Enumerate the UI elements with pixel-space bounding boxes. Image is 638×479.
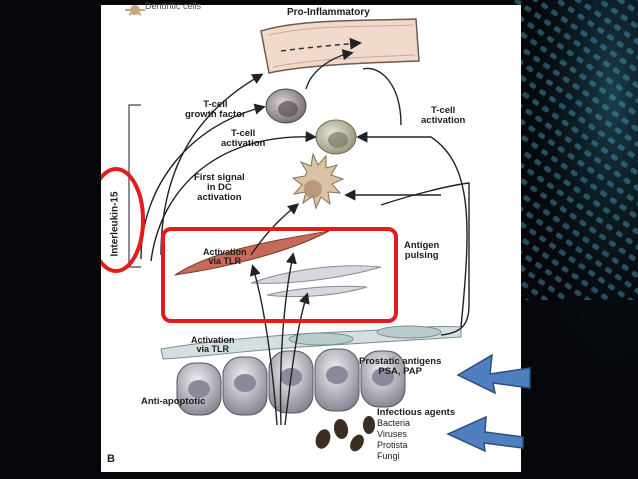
activation-tlr-top-label: Activation via TLR [203,247,247,267]
endothelial-layer [160,325,462,360]
infectious-agent-particles [315,416,375,452]
epithelial-cells [176,348,406,416]
infectious-agent-item: Viruses [377,429,407,439]
tlr-activation-highlight-box [161,227,398,323]
figure-artwork [101,5,470,452]
pro-inflammatory-label: Pro-Inflammatory [287,7,370,18]
anti-apoptotic-label: Anti-apoptotic [141,396,206,407]
tcell-growth-factor-label: T-cell growth factor [185,99,246,120]
dendritic-cell [291,152,345,210]
interleukin-highlight-ellipse [101,167,145,273]
panel-letter: B [107,453,115,465]
infectious-agents-title: Infectious agents [377,407,456,418]
blood-vessel [260,18,420,74]
activation-tlr-bottom-label: Activation via TLR [191,335,235,355]
dendritic-cell-icon [125,5,145,16]
immunology-figure: Dendritic cells Pro-Inflammatory T-cell … [101,1,521,472]
infectious-agent-item: Fungi [377,451,400,461]
prostatic-antigens-label: Prostatic antigens PSA, PAP [359,356,442,378]
tcell-activation-left-label: T-cell activation [221,128,266,149]
tcell-activation-right-label: T-cell activation [421,105,466,126]
first-signal-label: First signal in DC activation [194,172,245,203]
antigen-pulsing-label: Antigen pulsing [404,240,440,261]
pathway-arrows [140,49,470,426]
interleukin-bracket [128,104,141,268]
interleukin-15-label: Interleukin-15 [109,191,121,257]
infectious-agent-item: Protista [377,440,408,450]
dendritic-cells-caption: Dendritic cells [145,1,202,11]
infectious-agent-item: Bacteria [377,418,411,428]
